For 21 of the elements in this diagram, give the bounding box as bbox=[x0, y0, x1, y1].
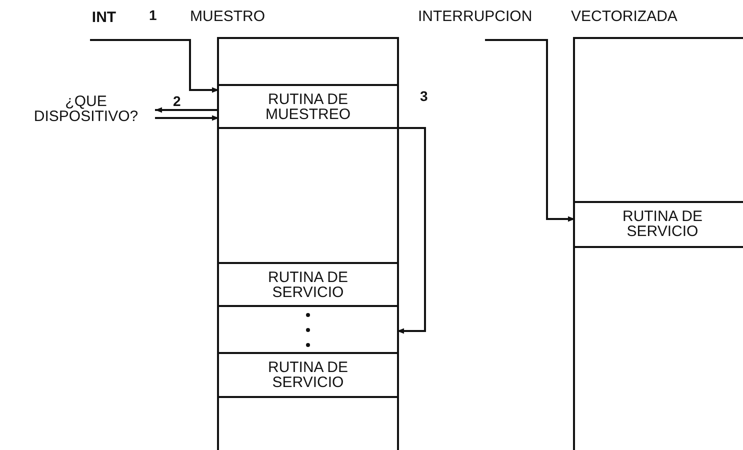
node-label: ¿QUE DISPOSITIVO? bbox=[32, 94, 140, 124]
memory-column bbox=[573, 37, 743, 450]
node-label: INT bbox=[90, 10, 118, 25]
heading-label: VECTORIZADA bbox=[571, 8, 678, 25]
arrow bbox=[90, 39, 219, 93]
step-number: 2 bbox=[172, 94, 182, 108]
routine-segment bbox=[575, 201, 743, 248]
routine-label: RUTINA DE SERVICIO bbox=[621, 209, 704, 239]
step-number: 1 bbox=[148, 8, 158, 22]
routine-label: RUTINA DE MUESTREO bbox=[264, 92, 352, 122]
heading-label: INTERRUPCION bbox=[418, 8, 532, 25]
arrow bbox=[155, 107, 219, 113]
arrow bbox=[485, 39, 575, 222]
arrow bbox=[155, 115, 219, 121]
routine-segment bbox=[219, 84, 397, 129]
memory-column bbox=[217, 37, 399, 450]
heading-label: MUESTRO bbox=[190, 8, 265, 25]
routine-label: RUTINA DE SERVICIO bbox=[266, 270, 349, 300]
arrow bbox=[397, 127, 426, 334]
step-number: 3 bbox=[419, 89, 429, 103]
routine-label: RUTINA DE SERVICIO bbox=[266, 360, 349, 390]
